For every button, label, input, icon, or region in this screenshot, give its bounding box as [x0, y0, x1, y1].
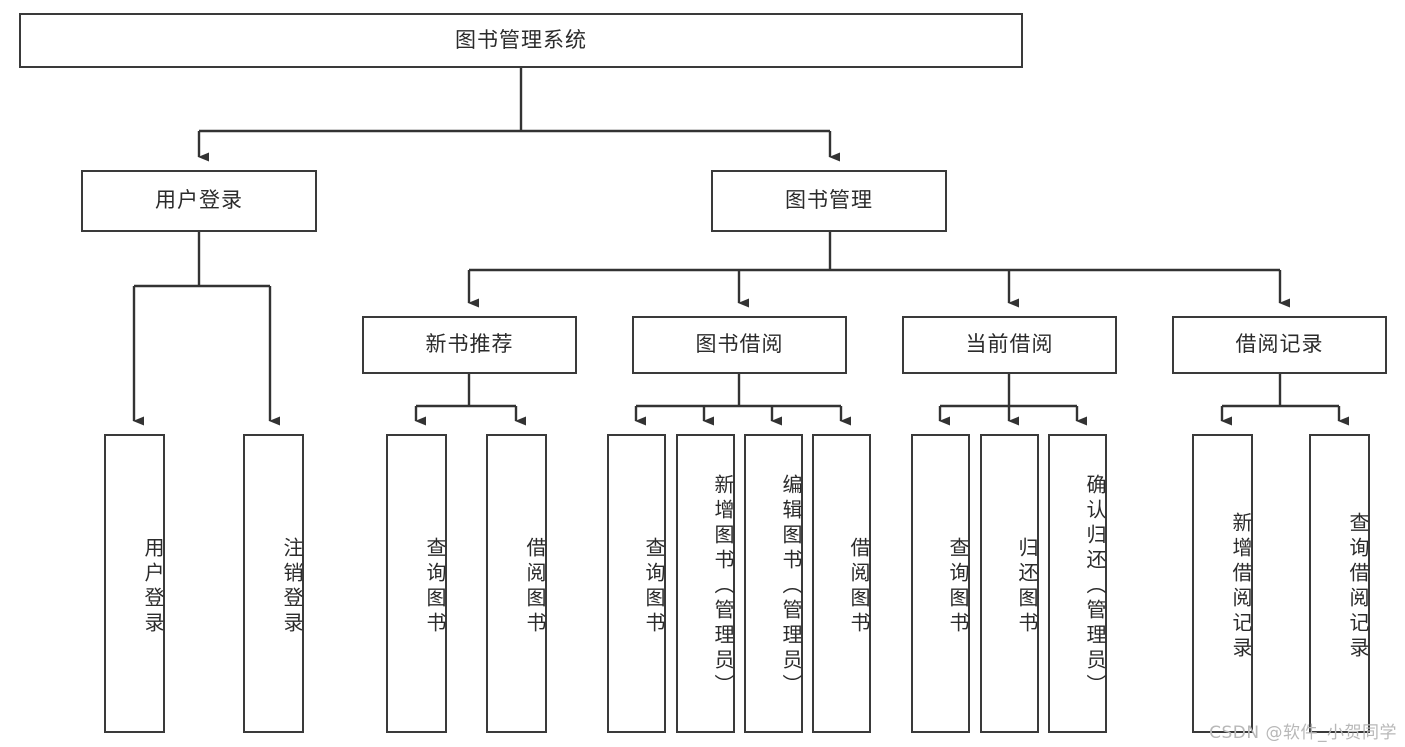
leaf-bb-add-book[interactable]: 新增图书（管理员） [676, 434, 735, 733]
node-root-system[interactable]: 图书管理系统 [19, 13, 1023, 68]
node-label: 查询图书 [946, 536, 970, 637]
node-label: 图书借阅 [695, 332, 784, 357]
leaf-nb-borrow-book[interactable]: 借阅图书 [486, 434, 547, 733]
node-label: 图书管理 [785, 188, 873, 213]
leaf-br-query-record[interactable]: 查询借阅记录 [1309, 434, 1370, 733]
node-book-borrow[interactable]: 图书借阅 [632, 316, 847, 374]
node-label: 图书管理系统 [455, 27, 587, 52]
leaf-bb-borrow-book[interactable]: 借阅图书 [812, 434, 871, 733]
node-label: 借阅记录 [1235, 332, 1324, 357]
leaf-nb-query-book[interactable]: 查询图书 [386, 434, 447, 733]
node-label: 当前借阅 [965, 332, 1054, 357]
leaf-bb-query-book[interactable]: 查询图书 [607, 434, 666, 733]
node-label: 查询图书 [423, 536, 447, 637]
leaf-br-add-record[interactable]: 新增借阅记录 [1192, 434, 1253, 733]
node-borrow-record[interactable]: 借阅记录 [1172, 316, 1387, 374]
node-label: 用户登录 [141, 536, 165, 637]
node-new-book-recommend[interactable]: 新书推荐 [362, 316, 577, 374]
leaf-logout[interactable]: 注销登录 [243, 434, 304, 733]
node-book-management[interactable]: 图书管理 [711, 170, 947, 232]
node-label: 借阅图书 [847, 536, 871, 637]
leaf-cb-return-book[interactable]: 归还图书 [980, 434, 1039, 733]
node-user-login[interactable]: 用户登录 [81, 170, 317, 232]
leaf-bb-edit-book[interactable]: 编辑图书（管理员） [744, 434, 803, 733]
leaf-cb-query-book[interactable]: 查询图书 [911, 434, 970, 733]
node-label: 确认归还（管理员） [1083, 474, 1107, 699]
leaf-cb-confirm-return[interactable]: 确认归还（管理员） [1048, 434, 1107, 733]
node-label: 注销登录 [280, 536, 304, 637]
node-label: 查询图书 [642, 536, 666, 637]
node-label: 借阅图书 [523, 536, 547, 637]
node-label: 新增图书（管理员） [711, 474, 735, 699]
node-label: 编辑图书（管理员） [779, 474, 803, 699]
node-label: 查询借阅记录 [1346, 511, 1370, 662]
leaf-user-login[interactable]: 用户登录 [104, 434, 165, 733]
csdn-watermark: CSDN @软件_小贺同学 [1209, 723, 1397, 743]
node-label: 新增借阅记录 [1229, 511, 1253, 662]
node-current-borrow[interactable]: 当前借阅 [902, 316, 1117, 374]
node-label: 归还图书 [1015, 536, 1039, 637]
node-label: 新书推荐 [425, 332, 514, 357]
node-label: 用户登录 [155, 188, 243, 213]
